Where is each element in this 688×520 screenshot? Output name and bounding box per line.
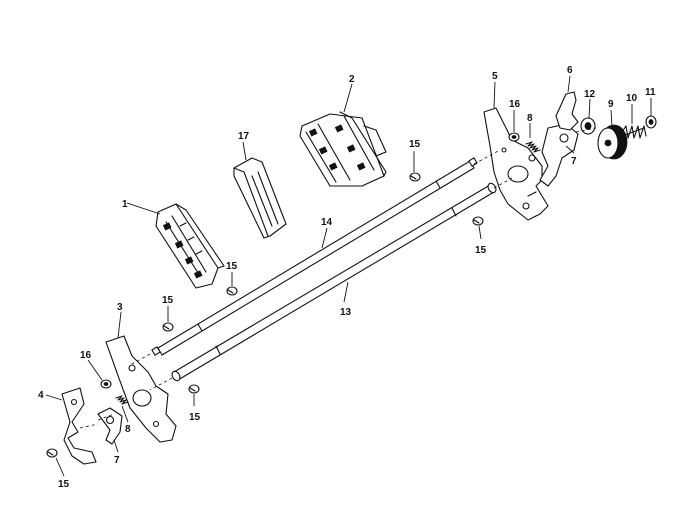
label-8-right: 8 bbox=[527, 113, 533, 124]
label-7-right: 7 bbox=[571, 156, 577, 167]
label-9: 9 bbox=[608, 99, 614, 110]
label-16-left: 16 bbox=[80, 350, 92, 361]
label-11: 11 bbox=[645, 87, 656, 98]
label-8-left: 8 bbox=[125, 424, 131, 435]
part-4-arm bbox=[61, 387, 99, 465]
part-11-washer bbox=[645, 115, 657, 129]
part-7-latch-right bbox=[539, 123, 579, 187]
label-2: 2 bbox=[349, 74, 355, 85]
label-5: 5 bbox=[492, 71, 498, 82]
label-17: 17 bbox=[238, 131, 250, 142]
part-1-guide-block bbox=[155, 203, 225, 289]
label-15-e: 15 bbox=[189, 412, 201, 423]
label-16-right: 16 bbox=[509, 99, 521, 110]
label-15-f: 15 bbox=[58, 479, 70, 490]
leader-lines bbox=[45, 75, 652, 477]
label-6: 6 bbox=[567, 65, 573, 76]
label-7-left: 7 bbox=[114, 455, 120, 466]
part-15-clip-f bbox=[46, 448, 58, 458]
label-3: 3 bbox=[117, 302, 123, 313]
shaft-13 bbox=[171, 182, 497, 382]
label-14: 14 bbox=[321, 217, 333, 228]
part-16-nut-left bbox=[100, 379, 112, 389]
label-15-d: 15 bbox=[162, 295, 174, 306]
part-15-clip-b bbox=[472, 216, 484, 226]
part-17-plate bbox=[233, 157, 287, 239]
part-16-nut-right bbox=[508, 132, 520, 142]
shaft-14 bbox=[151, 157, 478, 356]
part-15-clip-c bbox=[226, 286, 238, 296]
label-13: 13 bbox=[340, 307, 352, 318]
part-12-washer bbox=[580, 117, 596, 135]
label-15-c: 15 bbox=[226, 261, 238, 272]
part-15-clip-d bbox=[162, 322, 174, 332]
label-4: 4 bbox=[38, 390, 44, 401]
part-5-right-side-plate bbox=[483, 107, 549, 221]
label-15-b: 15 bbox=[475, 245, 487, 256]
label-1: 1 bbox=[122, 199, 128, 210]
label-15-a: 15 bbox=[409, 139, 421, 150]
part-8-spring-left bbox=[115, 395, 129, 405]
part-6-arm bbox=[555, 91, 579, 131]
label-12: 12 bbox=[584, 89, 596, 100]
part-9-knob bbox=[597, 124, 628, 160]
part-7-latch-left bbox=[97, 407, 123, 445]
part-15-clip-e bbox=[188, 384, 200, 394]
part-8-spring-right bbox=[525, 141, 541, 153]
label-10: 10 bbox=[626, 93, 638, 104]
part-15-clip-a bbox=[409, 172, 421, 182]
part-2-guide-block bbox=[299, 111, 387, 187]
part-10-spring bbox=[621, 125, 647, 139]
